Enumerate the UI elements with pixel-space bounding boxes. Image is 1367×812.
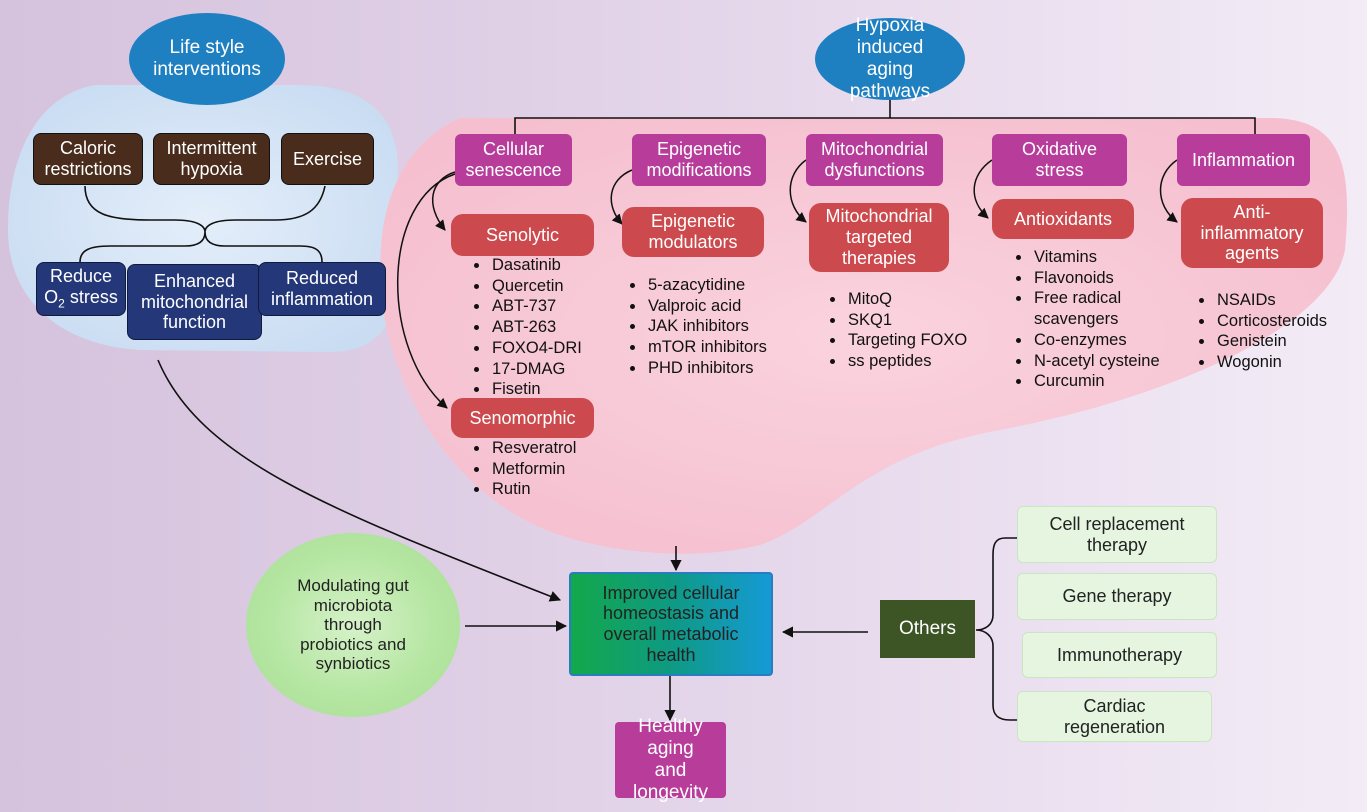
list-item: SKQ1 (846, 310, 967, 331)
cell-replacement-box: Cell replacement therapy (1017, 506, 1217, 563)
list-item: FOXO4-DRI (490, 338, 582, 359)
intermittent-hypoxia-box: Intermittent hypoxia (153, 133, 270, 185)
list-item: Quercetin (490, 276, 582, 297)
lifestyle-bottom-brace (79, 231, 323, 263)
list-item: ss peptides (846, 351, 967, 372)
epigenetic-list: 5-azacytidine Valproic acid JAK inhibito… (626, 275, 767, 379)
lifestyle-title: Life style interventions (129, 13, 285, 105)
arrow-inflammation (1159, 159, 1178, 223)
cellular-senescence-box: Cellular senescence (455, 134, 572, 186)
anti-inflammatory-box: Anti-inflammatory agents (1181, 198, 1323, 268)
list-item: Curcumin (1032, 371, 1202, 392)
epigenetic-modifications-box: Epigenetic modifications (632, 134, 766, 186)
list-item: MitoQ (846, 289, 967, 310)
list-item: mTOR inhibitors (646, 337, 767, 358)
stress-label: stress (64, 287, 118, 308)
senomorphic-list: Resveratrol Metformin Rutin (470, 438, 576, 500)
exercise-box: Exercise (281, 133, 374, 185)
enhanced-mitochondrial-box: Enhanced mitochondrial function (127, 264, 262, 340)
list-item: Targeting FOXO (846, 330, 967, 351)
epigenetic-modulators-box: Epigenetic modulators (622, 207, 764, 257)
list-item: Metformin (490, 459, 576, 480)
list-item: Resveratrol (490, 438, 576, 459)
list-item: JAK inhibitors (646, 316, 767, 337)
o2-subscript: 2 (58, 296, 65, 311)
o2-letter: O (44, 287, 59, 308)
mitochondrial-dysfunctions-box: Mitochondrial dysfunctions (806, 134, 943, 186)
cardiac-regeneration-box: Cardiac regeneration (1017, 691, 1212, 742)
list-item: Co-enzymes (1032, 330, 1202, 351)
others-box: Others (880, 600, 975, 658)
healthy-aging-box: Healthy aging and longevity (615, 716, 726, 803)
arrow-senescence-senolytic (431, 171, 456, 231)
list-item: Rutin (490, 479, 576, 500)
improved-homeostasis-box: Improved cellular homeostasis and overal… (569, 572, 773, 676)
mitochondrial-therapies-box: Mitochondrial targeted therapies (809, 203, 949, 272)
reduce-o2-label: Reduce O2 stress (44, 266, 118, 311)
others-brace (975, 537, 1017, 721)
list-item: Corticosteroids (1215, 311, 1327, 332)
anti-inflammatory-list: NSAIDs Corticosteroids Genistein Wogonin (1195, 290, 1327, 373)
list-item: N-acetyl cysteine (1032, 351, 1202, 372)
list-item: Genistein (1215, 331, 1327, 352)
reduce-o2-stress-box: Reduce O2 stress (36, 262, 126, 316)
list-item: Valproic acid (646, 296, 767, 317)
oxidative-stress-box: Oxidative stress (992, 134, 1127, 186)
arrow-epigenetic (610, 169, 633, 225)
list-item: 5-azacytidine (646, 275, 767, 296)
reduced-inflammation-box: Reduced inflammation (258, 262, 386, 316)
list-item: NSAIDs (1215, 290, 1327, 311)
list-item: 17-DMAG (490, 359, 582, 380)
hypoxia-title: Hypoxia induced aging pathways (815, 15, 965, 102)
arrow-mitochondrial (789, 159, 807, 223)
senolytic-list: Dasatinib Quercetin ABT-737 ABT-263 FOXO… (470, 255, 582, 400)
list-item: PHD inhibitors (646, 358, 767, 379)
list-item: Free radical scavengers (1032, 288, 1139, 329)
hypoxia-top-connector (514, 98, 1256, 134)
list-item: Wogonin (1215, 352, 1327, 373)
list-item: Fisetin (490, 379, 582, 400)
reduce-label: Reduce (49, 266, 113, 287)
gene-therapy-box: Gene therapy (1017, 573, 1217, 620)
lifestyle-top-brace (84, 185, 326, 233)
inflammation-box: Inflammation (1177, 134, 1310, 186)
list-item: ABT-737 (490, 296, 582, 317)
gut-microbiota-circle: Modulating gut microbiota through probio… (246, 533, 460, 717)
list-item: Vitamins (1032, 247, 1202, 268)
list-item: ABT-263 (490, 317, 582, 338)
arrow-oxidative (973, 159, 993, 219)
caloric-restrictions-box: Caloric restrictions (33, 133, 143, 185)
mitochondrial-list: MitoQ SKQ1 Targeting FOXO ss peptides (826, 289, 967, 372)
antioxidants-box: Antioxidants (992, 199, 1134, 239)
list-item: Flavonoids (1032, 268, 1202, 289)
antioxidants-list: Vitamins Flavonoids Free radical scaveng… (1012, 247, 1202, 392)
list-item: Dasatinib (490, 255, 582, 276)
senomorphic-box: Senomorphic (451, 398, 594, 438)
arrow-senescence-senomorphic (397, 173, 456, 409)
arrow-lifestyle-center (157, 359, 562, 602)
senolytic-box: Senolytic (451, 214, 594, 256)
immunotherapy-box: Immunotherapy (1022, 632, 1217, 678)
